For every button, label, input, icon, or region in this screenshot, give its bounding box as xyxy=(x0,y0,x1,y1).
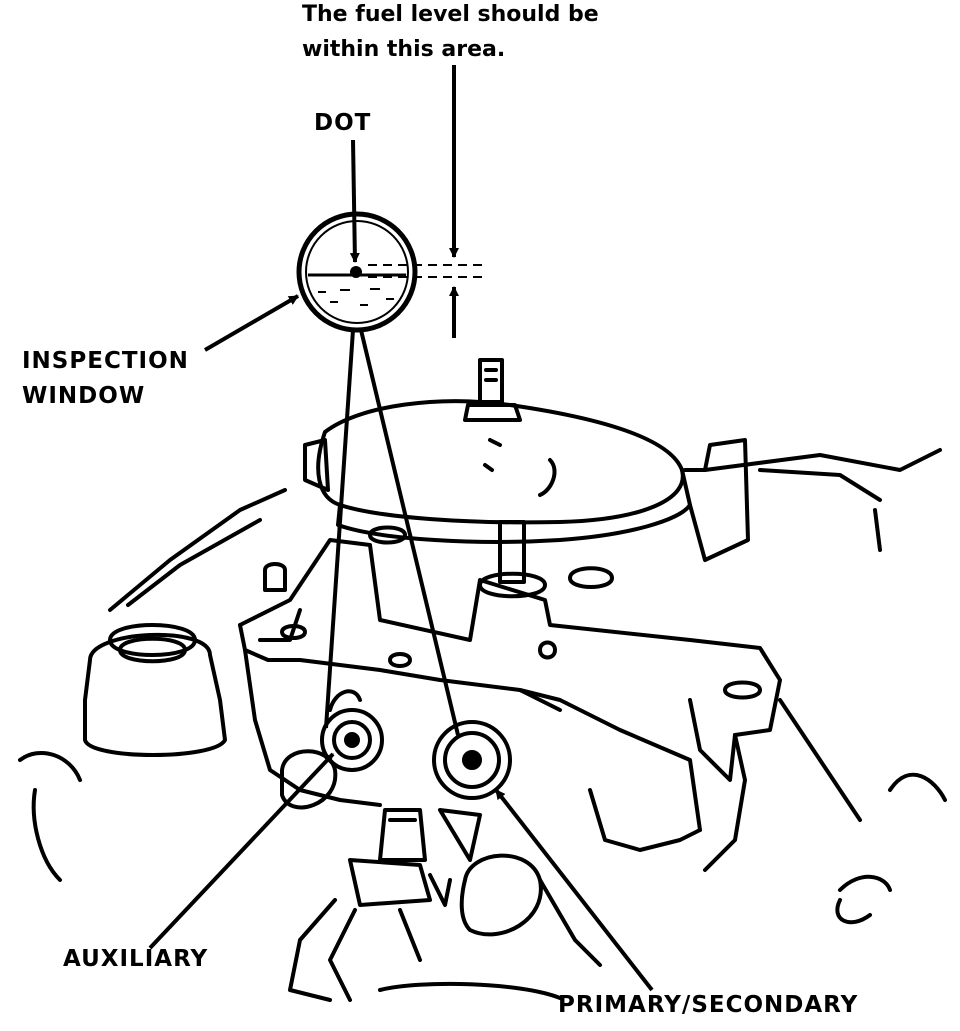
pointer-arrows xyxy=(148,65,654,992)
fuel-level-note-line2: within this area. xyxy=(302,37,506,62)
fuel-level-dot xyxy=(350,266,362,278)
auxiliary-label: AUXILIARY xyxy=(63,946,209,972)
fuel-level-band xyxy=(368,264,486,278)
primary-secondary-label: PRIMARY/SECONDARY xyxy=(558,992,859,1018)
projection-lines xyxy=(324,329,460,736)
inspection-window-label-line1: INSPECTION xyxy=(22,348,189,374)
inspection-window-label-line2: WINDOW xyxy=(22,383,146,409)
carburetor-body xyxy=(18,358,947,1002)
fuel-level-note-line1: The fuel level should be xyxy=(302,2,599,27)
inspection-window-magnified xyxy=(296,211,418,333)
dot-label: DOT xyxy=(314,110,372,136)
